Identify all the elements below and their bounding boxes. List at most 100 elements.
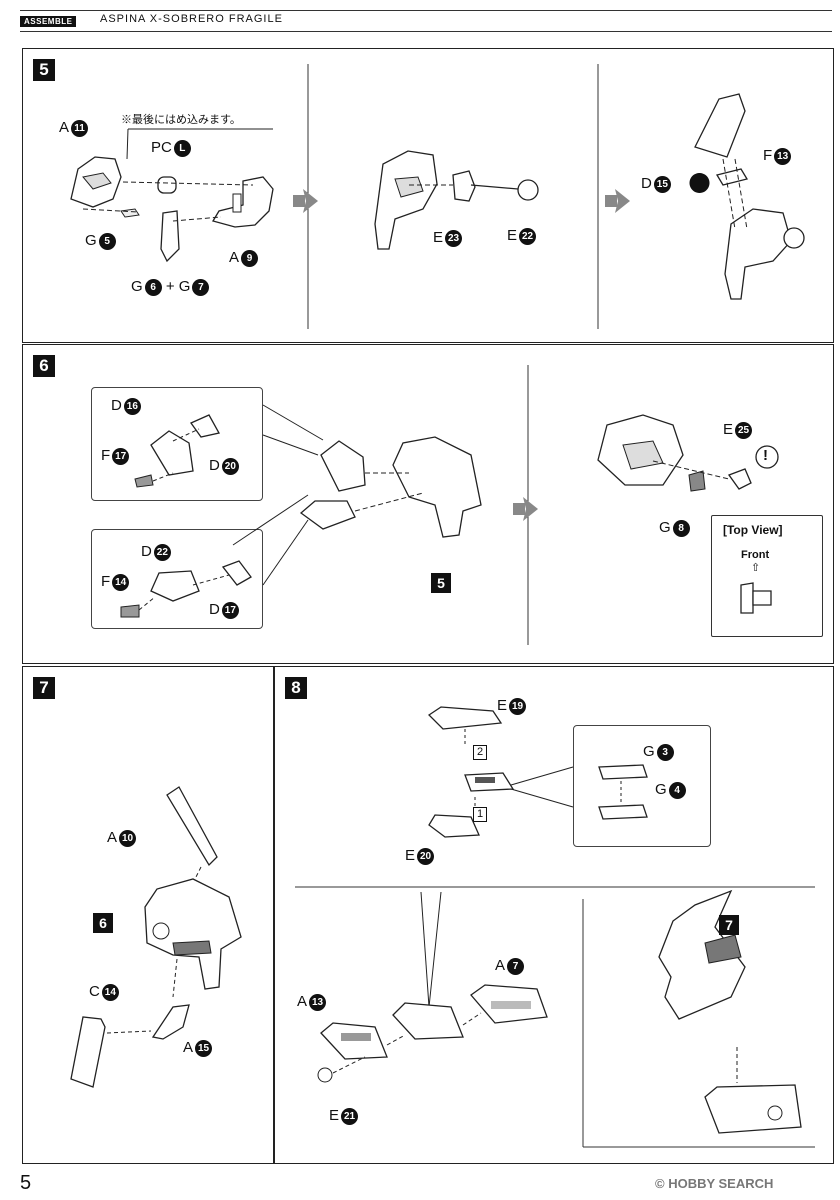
part-number-badge: 22 [153, 543, 171, 561]
part-letter: G [178, 278, 191, 295]
inset-upper-parts [91, 387, 263, 501]
part-letter: E [329, 1107, 340, 1124]
part-number-badge: 17 [221, 601, 239, 619]
assemble-badge: ASSEMBLE [20, 16, 77, 27]
part-number-badge: 5 [98, 232, 116, 250]
step-6-panel: 6 [Top V [22, 344, 834, 664]
part-number-badge: 3 [656, 743, 674, 761]
ref-step-5: 5 [431, 573, 451, 593]
step-8-illustration [295, 706, 815, 1148]
part-letter: D [141, 543, 152, 560]
part-letter: A [229, 249, 240, 266]
inset-g-parts [573, 725, 711, 847]
up-arrow-icon: ⇧ [751, 562, 761, 574]
page-header: ASSEMBLE ASPINA X-SOBRERO FRAGILE [20, 10, 832, 32]
ref-step-6: 6 [93, 913, 113, 933]
inset-lower-parts [91, 529, 263, 629]
note-insert-last: ※最後にはめ込みます。 [121, 114, 241, 126]
part-letter: G [85, 232, 97, 249]
top-view-front-label: Front [741, 549, 770, 561]
part-letter: A [183, 1039, 194, 1056]
part-letter: G [655, 781, 667, 798]
part-number-badge: 14 [101, 983, 119, 1001]
step-number: 5 [33, 59, 55, 81]
ref-step-7: 7 [719, 915, 739, 935]
part-letter: E [497, 697, 508, 714]
part-letter: E [405, 847, 416, 864]
part-letter: A [495, 957, 506, 974]
part-number-badge: 16 [123, 397, 141, 415]
part-number-badge: 22 [519, 227, 537, 245]
step-7-illustration [70, 786, 242, 1088]
part-number-badge: 21 [341, 1107, 359, 1125]
part-letter: E [433, 229, 444, 246]
step-number: 8 [285, 677, 307, 699]
step-6-illustration [120, 365, 779, 645]
step-5-panel: 5 ※最後にはめ込みます [22, 48, 834, 343]
part-letter: D [209, 601, 220, 618]
part-number-badge: 7 [507, 957, 525, 975]
part-letter: PC [151, 139, 172, 156]
part-number-badge: 14 [112, 573, 130, 591]
part-letter: E [723, 421, 734, 438]
part-number-badge: 23 [445, 229, 463, 247]
part-letter: C [89, 983, 100, 1000]
part-number-badge: 20 [417, 847, 435, 865]
part-number-badge: 15 [195, 1039, 213, 1057]
part-letter: F [763, 147, 773, 164]
part-letter: G [131, 278, 143, 295]
part-number-badge: 17 [112, 447, 130, 465]
part-number-badge: 10 [119, 829, 137, 847]
part-letter: D [111, 397, 122, 414]
part-number-badge: 19 [509, 697, 527, 715]
top-view-box [711, 515, 823, 637]
step-number: 7 [33, 677, 55, 699]
step-5-illustration [70, 64, 805, 329]
plus-sign: + [165, 278, 175, 295]
step-number: 6 [33, 355, 55, 377]
part-letter: D [641, 175, 652, 192]
part-number-badge: 8 [672, 519, 690, 537]
part-number-badge: 6 [144, 278, 162, 296]
part-number-badge: 15 [653, 175, 671, 193]
part-number-badge: 7 [192, 278, 210, 296]
part-letter: D [209, 457, 220, 474]
part-number-badge: 13 [774, 147, 792, 165]
part-number-badge: L [173, 139, 191, 157]
order-step-1: 1 [473, 807, 487, 822]
part-number-badge: 13 [309, 993, 327, 1011]
part-letter: A [107, 829, 118, 846]
header-title: ASPINA X-SOBRERO FRAGILE [100, 13, 283, 25]
part-letter: G [659, 519, 671, 536]
part-number-badge: 9 [241, 249, 259, 267]
part-number-badge: 25 [735, 421, 753, 439]
